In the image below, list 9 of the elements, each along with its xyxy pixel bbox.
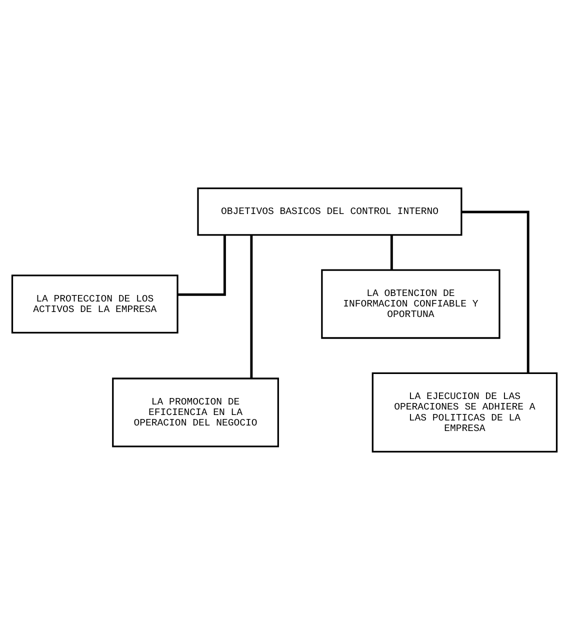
connector xyxy=(462,210,530,374)
node-box: OBJETIVOS BASICOS DEL CONTROL INTERNO xyxy=(197,187,462,236)
connector xyxy=(250,235,253,378)
node-box: LA PROTECCION DE LOS ACTIVOS DE LA EMPRESA xyxy=(11,274,178,334)
connector xyxy=(390,234,393,270)
node-box: LA PROMOCION DE EFICIENCIA EN LA OPERACION DEL NEGOCIO xyxy=(112,378,279,448)
node-box: LA EJECUCION DE LAS OPERACIONES SE ADHIERE A LAS POLITICAS DE LA EMPRESA xyxy=(372,372,558,453)
node-box: LA OBTENCION DE INFORMACION CONFIABLE Y OPORTUNA xyxy=(321,269,500,339)
connector xyxy=(178,234,226,296)
